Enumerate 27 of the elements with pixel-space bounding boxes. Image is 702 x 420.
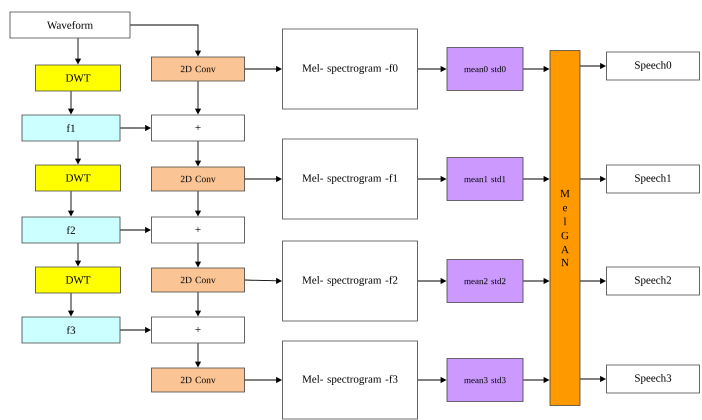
spectrogram-box: Mel- spectrogram -f1 xyxy=(282,138,418,220)
feature-box: f3 xyxy=(22,316,120,344)
conv-box: 2D Conv xyxy=(151,166,245,192)
dwt-box: DWT xyxy=(35,266,121,294)
sum-box: + xyxy=(151,114,245,142)
stats-box: mean0 std0 xyxy=(446,47,524,91)
dwt-box: DWT xyxy=(35,164,121,192)
conv-box: 2D Conv xyxy=(151,268,245,292)
conv-box: 2D Conv xyxy=(151,56,245,82)
output-box: Speech0 xyxy=(606,52,700,80)
sum-box: + xyxy=(151,316,245,344)
spectrogram-box: Mel- spectrogram -f2 xyxy=(282,240,418,322)
sum-box: + xyxy=(151,216,245,244)
feature-box: f1 xyxy=(22,114,120,142)
spectrogram-box: Mel- spectrogram -f0 xyxy=(282,28,418,110)
stats-box: mean2 std2 xyxy=(446,259,524,303)
spectrogram-box: Mel- spectrogram -f3 xyxy=(282,340,418,420)
conv-box: 2D Conv xyxy=(151,368,245,392)
output-box: Speech3 xyxy=(606,364,700,394)
stats-box: mean3 std3 xyxy=(446,358,524,402)
input-box: Waveform xyxy=(10,12,130,38)
dwt-box: DWT xyxy=(35,64,121,92)
vocoder-bar: MelGAN xyxy=(550,50,580,406)
output-box: Speech2 xyxy=(606,266,700,296)
output-box: Speech1 xyxy=(606,164,700,194)
feature-box: f2 xyxy=(22,216,120,244)
stats-box: mean1 std1 xyxy=(446,157,524,201)
